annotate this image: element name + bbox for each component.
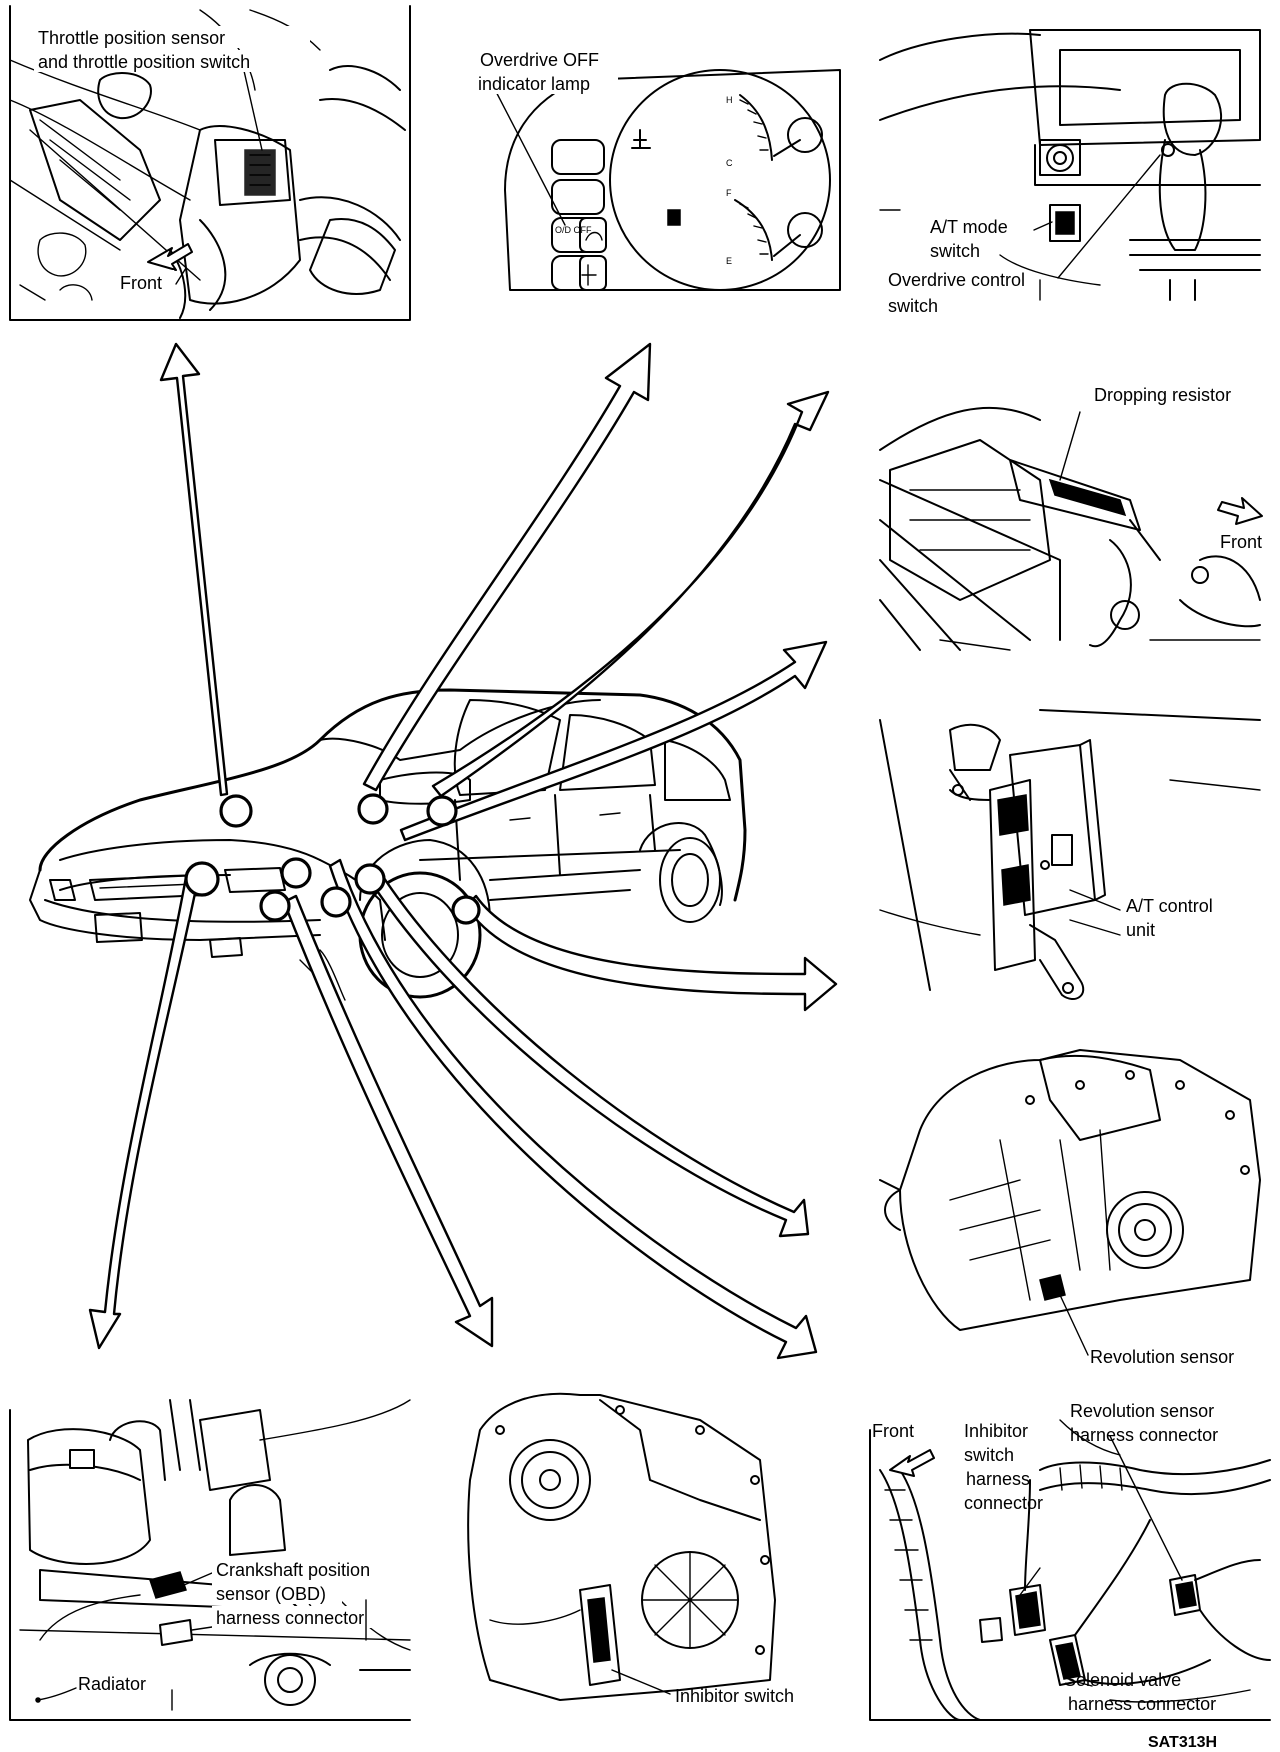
inhibitor-switch-panel: Inhibitor switch [467, 1392, 794, 1706]
arrow-to-revolution-sensor [368, 870, 810, 1238]
overdrive-off-lamp-panel: O/D OFF H C F E Overdrive OFF indicator … [476, 48, 841, 291]
front-harness-label: Front [872, 1421, 914, 1441]
revolution-connector-label-2: harness connector [1070, 1425, 1218, 1445]
front-engine-label: Front [120, 273, 162, 293]
spot-resistor [354, 863, 386, 895]
front-resistor-label: Front [1220, 532, 1262, 552]
revolution-connector-label-1: Revolution sensor [1070, 1401, 1214, 1421]
at-unit-label-1: A/T control [1126, 896, 1213, 916]
at-mode-label-1: A/T mode [930, 217, 1008, 237]
spot-shift-lever [426, 795, 458, 827]
inhibitor-connector-label-1: Inhibitor [964, 1421, 1028, 1441]
inhibitor-switch-label: Inhibitor switch [675, 1686, 794, 1706]
at-control-unit-panel: A/T control unit [879, 709, 1261, 1000]
inhibitor-connector-label-4: connector [964, 1493, 1043, 1513]
od-lamp-label-2: indicator lamp [478, 74, 590, 94]
temperature-icon [631, 129, 651, 149]
gauge-empty-mark: E [726, 256, 732, 266]
crankshaft-label-3: harness connector [216, 1608, 364, 1628]
dropping-resistor-panel: Dropping resistor Front [879, 385, 1263, 651]
inhibitor-connector-label-2: switch [964, 1445, 1014, 1465]
vehicle-illustration [29, 688, 747, 1001]
spot-od-lamp [357, 793, 389, 825]
arrow-to-od-lamp [362, 342, 652, 792]
crankshaft-sensor-panel: Crankshaft position sensor (OBD) harness… [9, 1399, 411, 1721]
spot-crankshaft [184, 861, 220, 897]
inhibitor-connector-label-3: harness [966, 1469, 1030, 1489]
throttle-sensor-panel: Throttle position sensor and throttle po… [9, 5, 411, 321]
arrow-to-throttle [159, 342, 229, 797]
revolution-sensor-panel: Revolution sensor [879, 1049, 1261, 1367]
spot-revolution [320, 886, 352, 918]
crankshaft-label-2: sensor (OBD) [216, 1584, 326, 1604]
arrow-to-control-unit [464, 894, 838, 1012]
throttle-sensor-label-1: Throttle position sensor [38, 28, 225, 48]
spot-harness [280, 857, 312, 889]
od-switch-label-2: switch [888, 296, 938, 316]
figure-code: SAT313H [1148, 1734, 1217, 1751]
throttle-sensor-label-2: and throttle position switch [38, 52, 250, 72]
od-switch-label-1: Overdrive control [888, 270, 1025, 290]
spot-control-unit [451, 895, 481, 925]
solenoid-connector-label-2: harness connector [1068, 1694, 1216, 1714]
gauge-full-mark: F [726, 188, 732, 198]
arrow-to-inhibitor-switch [282, 894, 494, 1348]
component-spots [184, 793, 481, 925]
gauge-cold-mark: C [726, 158, 733, 168]
spot-throttle [219, 794, 253, 828]
fuel-icon [667, 209, 681, 226]
callout-arrows [88, 342, 838, 1360]
gauge-hot-mark: H [726, 95, 733, 105]
arrow-to-shift-lever [431, 390, 830, 798]
revolution-sensor-label: Revolution sensor [1090, 1347, 1234, 1367]
at-unit-label-2: unit [1126, 920, 1155, 940]
arrow-to-harness-connector [328, 858, 818, 1360]
arrow-to-crankshaft-sensor [88, 875, 200, 1350]
solenoid-connector-label-1: Solenoid valve [1064, 1670, 1181, 1690]
dropping-resistor-label: Dropping resistor [1094, 385, 1231, 405]
spot-inhibitor [259, 890, 291, 922]
at-mode-label-2: switch [930, 241, 980, 261]
arrow-to-resistor [399, 640, 828, 842]
od-lamp-label-1: Overdrive OFF [480, 50, 599, 70]
radiator-label: Radiator [78, 1674, 146, 1694]
od-off-small-text: O/D OFF [555, 225, 592, 235]
harness-connector-panel: Front Inhibitor switch harness connector… [869, 1401, 1271, 1721]
shift-lever-panel: A/T mode switch Overdrive control switch [879, 29, 1261, 316]
crankshaft-label-1: Crankshaft position [216, 1560, 370, 1580]
